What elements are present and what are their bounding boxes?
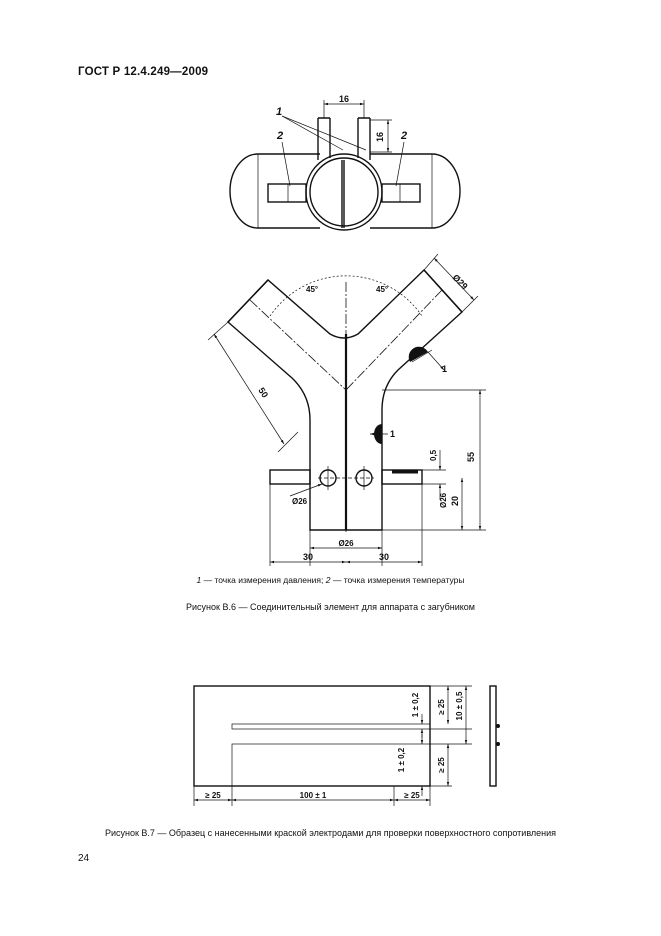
legend-text-1: — точка измерения давления; xyxy=(201,575,326,585)
legend-num-1: 1 xyxy=(196,575,202,585)
dim-top-height: 16 xyxy=(375,132,385,142)
fig-b6-front-view: 45° 45° 50 Ø29 1 1 55 xyxy=(207,253,486,566)
legend-num-2: 2 xyxy=(325,575,331,585)
dim-d26-right: Ø26 xyxy=(439,492,448,508)
angle-right: 45° xyxy=(376,285,388,294)
dim-branch-length: 50 xyxy=(256,386,270,400)
fig-b7-drawing: 1 ± 0,2 1 ± 0,2 ≥ 25 ≥ 25 10 ± 0,5 ≥ 25 … xyxy=(193,685,500,806)
dim-electrode-width: 10 ± 0,5 xyxy=(455,691,464,720)
angle-left: 45° xyxy=(306,285,318,294)
dim-05: 0,5 xyxy=(429,449,438,461)
dim-55: 55 xyxy=(466,452,476,462)
dim-branch-diameter: Ø29 xyxy=(451,272,470,291)
dim-d26-bottom: Ø26 xyxy=(338,539,354,548)
dim-top-25: ≥ 25 xyxy=(437,699,446,715)
dim-30-left: 30 xyxy=(303,552,313,562)
callout-2-right: 2 xyxy=(400,130,407,142)
figure-b6-caption: Рисунок В.6 — Соединительный элемент для… xyxy=(186,602,475,612)
dim-20: 20 xyxy=(450,496,460,506)
dim-bottom-gap: 1 ± 0,2 xyxy=(397,747,406,772)
dim-d26-left: Ø26 xyxy=(292,497,308,506)
dim-bottom-25: ≥ 25 xyxy=(437,757,446,773)
page-number: 24 xyxy=(78,853,90,864)
marker-upper: 1 xyxy=(442,364,447,374)
figure-b7-caption: Рисунок В.7 — Образец с нанесенными крас… xyxy=(104,828,557,838)
figure-b6-legend: 1 — точка измерения давления; 2 — точка … xyxy=(0,575,661,585)
dim-center-100: 100 ± 1 xyxy=(300,791,327,800)
dim-left-25: ≥ 25 xyxy=(205,791,221,800)
dim-30-right: 30 xyxy=(379,552,389,562)
legend-text-2: — точка измерения температуры xyxy=(330,575,465,585)
callout-1: 1 xyxy=(276,106,282,118)
fig-b6-top-view: 16 16 1 2 2 xyxy=(229,94,461,231)
marker-lower: 1 xyxy=(390,429,395,439)
dim-top-width: 16 xyxy=(339,94,349,104)
document-header: ГОСТ Р 12.4.249—2009 xyxy=(78,66,209,78)
dim-right-25: ≥ 25 xyxy=(404,791,420,800)
callout-2-left: 2 xyxy=(276,130,283,142)
dim-top-gap: 1 ± 0,2 xyxy=(411,692,420,717)
